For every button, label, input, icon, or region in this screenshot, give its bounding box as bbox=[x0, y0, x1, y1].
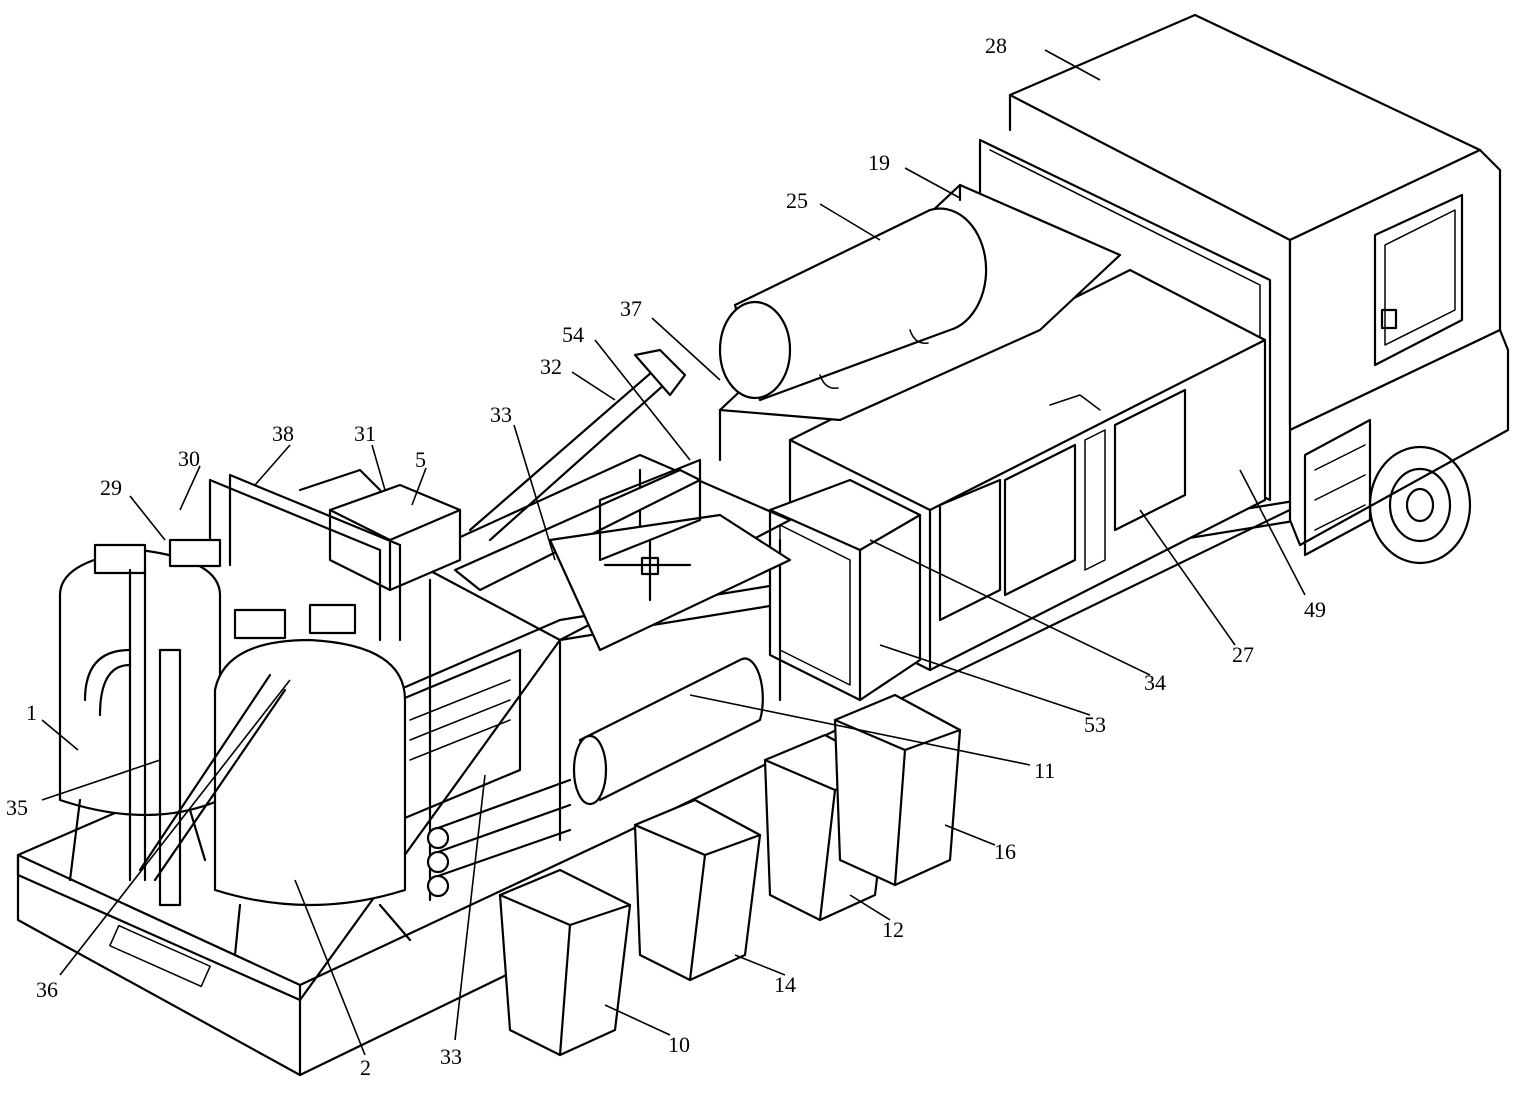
control-box bbox=[768, 478, 922, 702]
label-25: 25 bbox=[786, 188, 808, 213]
bucket-10 bbox=[498, 868, 632, 1057]
bucket-16 bbox=[833, 693, 962, 887]
reference-numerals: 28 19 25 37 54 32 33 38 31 5 30 29 1 35 … bbox=[6, 33, 1326, 1080]
label-33-bottom: 33 bbox=[440, 1044, 462, 1069]
membrane-frame bbox=[398, 453, 792, 902]
label-32: 32 bbox=[540, 354, 562, 379]
label-34: 34 bbox=[1144, 670, 1166, 695]
label-1: 1 bbox=[26, 700, 37, 725]
label-36: 36 bbox=[36, 977, 58, 1002]
truck-cab bbox=[978, 13, 1510, 565]
label-16: 16 bbox=[994, 839, 1016, 864]
label-11: 11 bbox=[1034, 758, 1055, 783]
label-53: 53 bbox=[1084, 712, 1106, 737]
label-30: 30 bbox=[178, 446, 200, 471]
pipe-manifold bbox=[208, 468, 402, 642]
label-5: 5 bbox=[415, 447, 426, 472]
label-33-top: 33 bbox=[490, 402, 512, 427]
label-38: 38 bbox=[272, 421, 294, 446]
tank-2 bbox=[213, 638, 412, 957]
tank-valves bbox=[83, 538, 357, 907]
label-2: 2 bbox=[360, 1055, 371, 1080]
upper-tank bbox=[718, 183, 1122, 462]
bucket-14 bbox=[633, 798, 762, 982]
label-49: 49 bbox=[1304, 597, 1326, 622]
label-37: 37 bbox=[620, 296, 642, 321]
label-27: 27 bbox=[1232, 642, 1254, 667]
label-10: 10 bbox=[668, 1032, 690, 1057]
label-14: 14 bbox=[774, 972, 796, 997]
label-12: 12 bbox=[882, 917, 904, 942]
label-28: 28 bbox=[985, 33, 1007, 58]
label-35: 35 bbox=[6, 795, 28, 820]
leader-lines bbox=[41, 49, 1306, 1056]
label-31: 31 bbox=[354, 421, 376, 446]
label-54: 54 bbox=[562, 322, 584, 347]
label-29: 29 bbox=[100, 475, 122, 500]
label-19: 19 bbox=[868, 150, 890, 175]
